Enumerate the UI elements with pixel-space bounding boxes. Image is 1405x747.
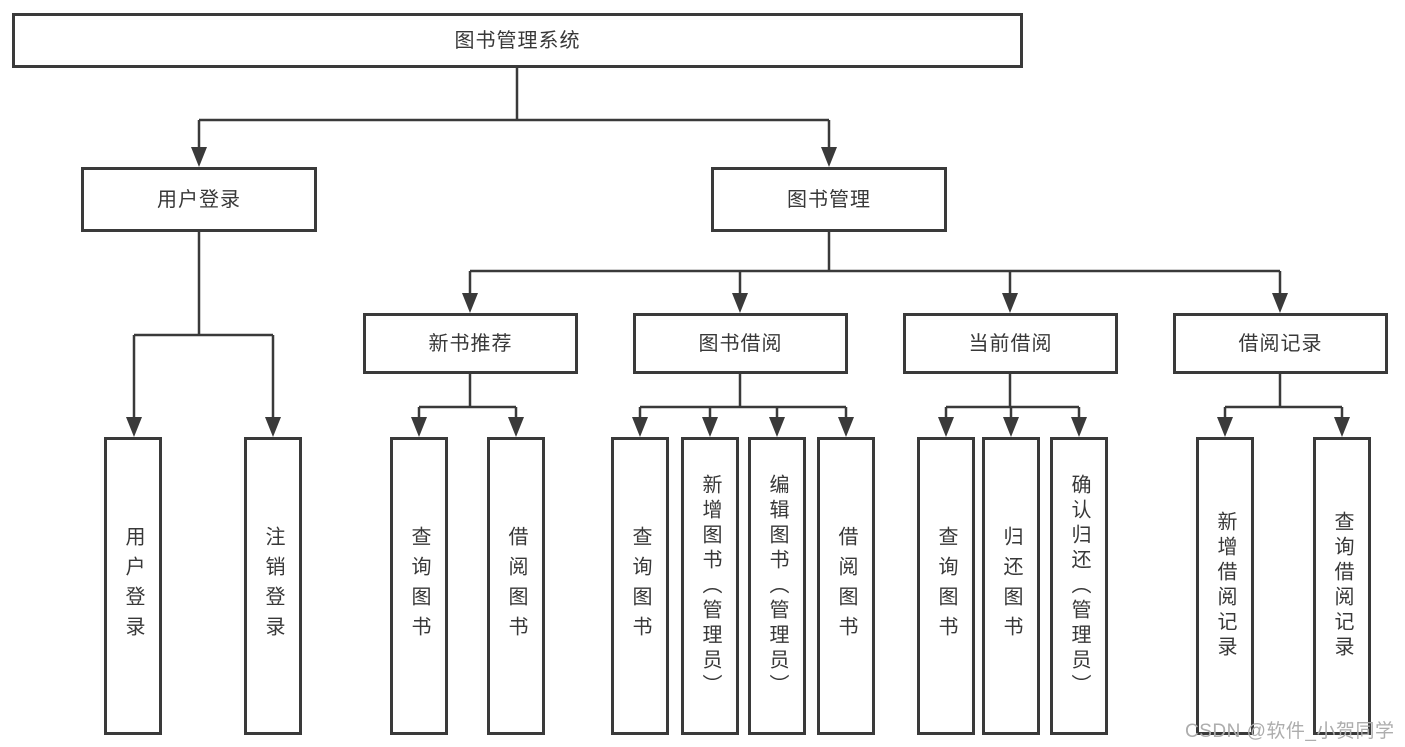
node-add-borrow-record: 新增借阅记录 xyxy=(1196,437,1254,735)
node-label: 借阅记录 xyxy=(1238,332,1323,355)
node-label: 新书推荐 xyxy=(428,332,513,355)
csdn-watermark: CSDN @软件_小贺同学 xyxy=(1185,721,1395,742)
node-label: 确认归还（管理员） xyxy=(1068,473,1090,699)
node-label: 图书管理系统 xyxy=(454,29,581,52)
node-label: 归还图书 xyxy=(1000,526,1022,646)
node-label: 用户登录 xyxy=(122,526,144,646)
node-label: 查询借阅记录 xyxy=(1331,511,1353,661)
node-query-books-3: 查询图书 xyxy=(917,437,975,735)
node-label: 借阅图书 xyxy=(835,526,857,646)
node-book-management-system: 图书管理系统 xyxy=(12,13,1023,68)
node-edit-books-admin: 编辑图书（管理员） xyxy=(748,437,806,735)
node-label: 借阅图书 xyxy=(505,526,527,646)
node-query-borrow-record: 查询借阅记录 xyxy=(1313,437,1371,735)
node-label: 图书管理 xyxy=(787,188,871,211)
node-current-borrowing: 当前借阅 xyxy=(903,313,1118,374)
node-label: 图书借阅 xyxy=(698,332,783,355)
arrowhead-icons xyxy=(126,147,1350,437)
node-book-management: 图书管理 xyxy=(711,167,947,232)
node-logout: 注销登录 xyxy=(244,437,302,735)
node-add-books-admin: 新增图书（管理员） xyxy=(681,437,739,735)
node-label: 查询图书 xyxy=(629,526,651,646)
node-new-book-recommend: 新书推荐 xyxy=(363,313,578,374)
node-label: 查询图书 xyxy=(935,526,957,646)
node-query-books-2: 查询图书 xyxy=(611,437,669,735)
node-borrow-books-2: 借阅图书 xyxy=(817,437,875,735)
node-label: 查询图书 xyxy=(408,526,430,646)
node-label: 用户登录 xyxy=(157,188,241,211)
node-label: 当前借阅 xyxy=(968,332,1053,355)
node-borrow-books-1: 借阅图书 xyxy=(487,437,545,735)
node-borrowing-records: 借阅记录 xyxy=(1173,313,1388,374)
node-user-login: 用户登录 xyxy=(81,167,317,232)
node-label: 新增借阅记录 xyxy=(1214,511,1236,661)
node-return-books: 归还图书 xyxy=(982,437,1040,735)
node-label: 编辑图书（管理员） xyxy=(766,473,788,699)
node-book-borrowing: 图书借阅 xyxy=(633,313,848,374)
node-label: 新增图书（管理员） xyxy=(699,473,721,699)
node-label: 注销登录 xyxy=(262,526,284,646)
node-query-books-1: 查询图书 xyxy=(390,437,448,735)
node-user-login-leaf: 用户登录 xyxy=(104,437,162,735)
node-confirm-return-admin: 确认归还（管理员） xyxy=(1050,437,1108,735)
